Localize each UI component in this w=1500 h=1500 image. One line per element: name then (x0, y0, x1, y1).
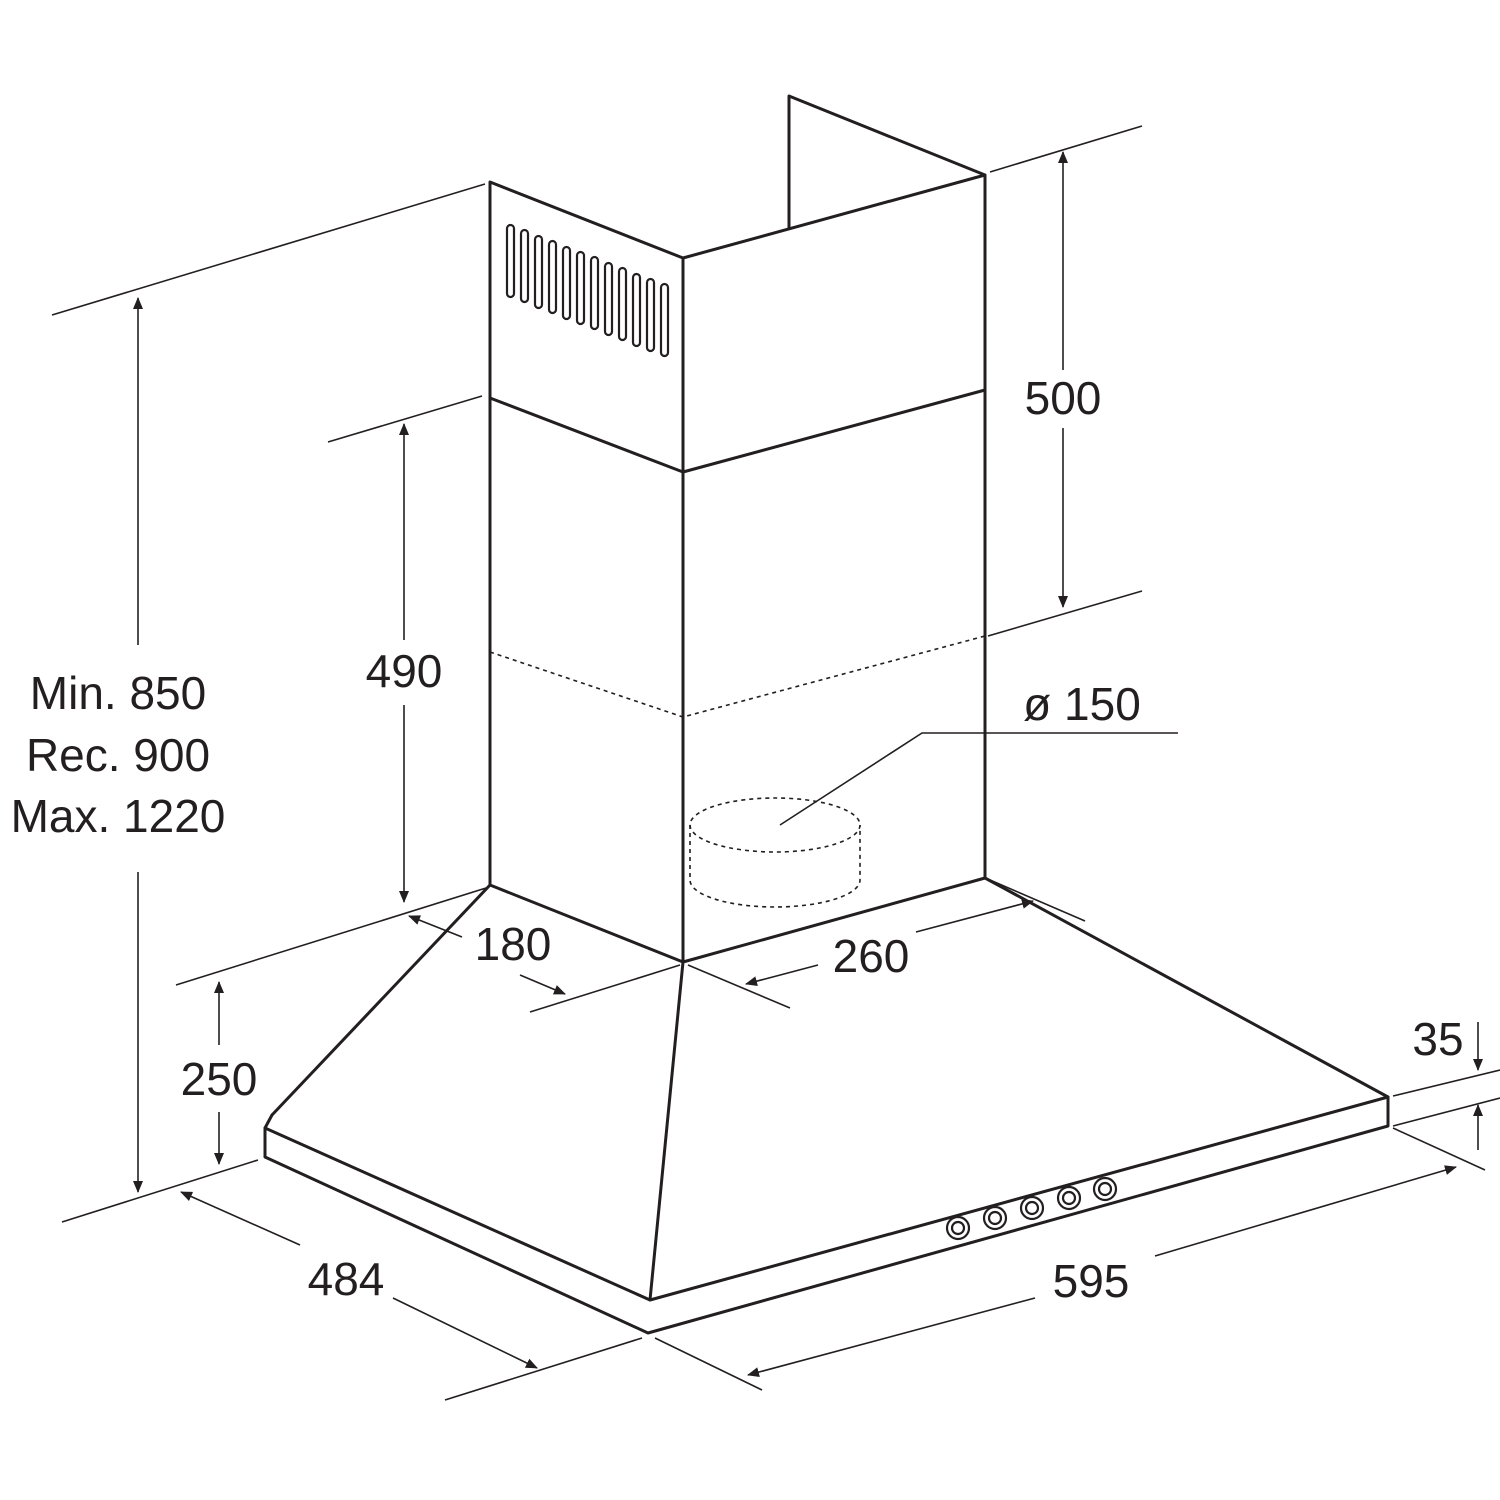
vent-slot (603, 261, 614, 337)
vent-slot (533, 234, 544, 310)
label-installation-rec: Rec. 900 (26, 729, 210, 781)
label-chimney-depth: 180 (475, 918, 552, 970)
label-installation-min: Min. 850 (30, 667, 206, 719)
vent-slot (645, 277, 656, 353)
control-knob (982, 1205, 1008, 1231)
dim-arrow-260-left (745, 964, 819, 987)
canopy-rim (263, 1095, 1390, 1335)
vent-slot (505, 223, 516, 299)
canopy-right-edge (983, 876, 1390, 1099)
label-canopy-height: 250 (181, 1053, 258, 1105)
dimension-labels: 500 490 ø 150 180 260 250 484 595 35 Min… (11, 372, 1464, 1307)
label-rim-height: 35 (1412, 1013, 1463, 1065)
chimney-back-panel (787, 94, 987, 230)
vent-slot (631, 272, 642, 348)
label-installation-max: Max. 1220 (11, 790, 226, 842)
dim-arrow-260-right (915, 898, 1034, 933)
canopy-rim-back (263, 1113, 274, 1130)
vent-slot (561, 245, 572, 321)
canopy-front-edge (648, 960, 685, 1302)
label-duct-diameter: ø 150 (1023, 678, 1141, 730)
label-canopy-width: 595 (1053, 1255, 1130, 1307)
vent-slot (659, 282, 670, 358)
label-canopy-depth: 484 (308, 1253, 385, 1305)
duct-outlet-hidden (689, 797, 861, 908)
control-knob (1056, 1185, 1082, 1211)
hood-outline (263, 94, 1390, 1335)
dim-arrow-180-left (408, 915, 463, 938)
dim-arrow-595-right (1154, 1165, 1457, 1257)
control-knob (1019, 1195, 1045, 1221)
control-knob (1092, 1176, 1118, 1202)
label-chimney-width: 260 (833, 930, 910, 982)
chimney-right-face (681, 173, 987, 964)
label-chimney-lower: 490 (366, 645, 443, 697)
extension-lines (51, 125, 1500, 1401)
chimney-overlap-hidden-line (489, 635, 986, 718)
dim-arrow-484-right (392, 1297, 538, 1369)
vent-grille (505, 223, 670, 358)
vent-slot (519, 228, 530, 304)
control-knobs (945, 1176, 1118, 1241)
dimension-arrows (133, 151, 1483, 1377)
vent-slot (547, 239, 558, 315)
dim-arrow-484-left (180, 1191, 301, 1246)
vent-slot (575, 250, 586, 326)
dim-arrow-180-right (519, 974, 566, 995)
label-chimney-top: 500 (1025, 372, 1102, 424)
canopy-left-edge (270, 883, 492, 1117)
vent-slot (617, 266, 628, 342)
dim-arrow-595-left (747, 1297, 1036, 1377)
vent-slot (589, 255, 600, 331)
chimney-joint-line (488, 388, 987, 474)
control-knob (945, 1215, 971, 1241)
